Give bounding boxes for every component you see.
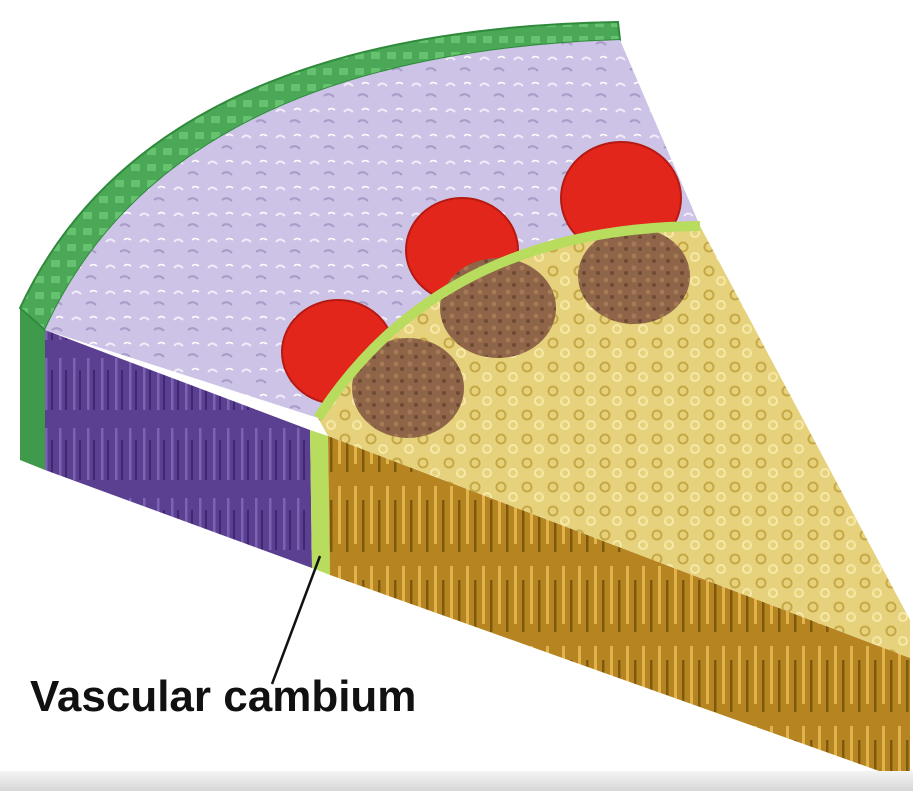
- xylem-bundle: [440, 258, 556, 358]
- epidermis-side-face: [20, 308, 45, 470]
- xylem-bundle: [578, 228, 690, 324]
- vascular-cambium-label: Vascular cambium: [30, 672, 416, 722]
- cambium-side-strip: [310, 430, 330, 575]
- label-pointer-line: [272, 556, 320, 684]
- bottom-edge: [0, 771, 913, 791]
